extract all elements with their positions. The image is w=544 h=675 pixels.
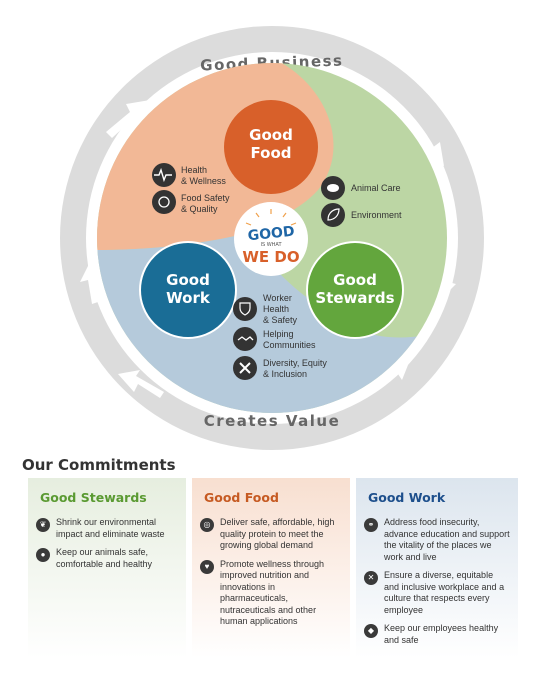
diversity-icon: ✕ <box>364 571 378 585</box>
handshake-icon: ⚭ <box>364 518 378 532</box>
good-work-column: Good Work ⚭ Address food insecurity, adv… <box>356 478 518 658</box>
arrow-icon <box>118 370 164 398</box>
good-work-line1: Good <box>166 271 210 289</box>
list-item: ● Keep our animals safe, comfortable and… <box>36 547 178 570</box>
list-item: ✕ Ensure a diverse, equitable and inclus… <box>364 570 510 616</box>
diversity-label: Diversity, Equity& Inclusion <box>263 358 327 379</box>
shield-icon: ◆ <box>364 624 378 638</box>
leaf-icon: ❦ <box>36 518 50 532</box>
good-work-line2: Work <box>166 289 211 307</box>
list-item: ❦ Shrink our environmental impact and el… <box>36 517 178 540</box>
list-item: ◆ Keep our employees healthy and safe <box>364 623 510 646</box>
leaf-icon <box>321 203 345 227</box>
ring-arrows <box>80 100 456 398</box>
shield-icon <box>233 297 257 321</box>
arrow-icon <box>370 360 410 392</box>
good-stewards-title: Good Stewards <box>40 490 147 505</box>
good-food-circle <box>224 100 318 194</box>
good-work-title: Good Work <box>368 490 446 505</box>
ring-bottom-label: Creates Value <box>204 412 341 430</box>
good-stewards-line2: Stewards <box>315 289 394 307</box>
commitments-title: Our Commitments <box>22 456 176 474</box>
arrow-icon <box>436 256 456 300</box>
good-business-diagram: Good Business Creates Value GOOD IS WHAT… <box>60 26 484 450</box>
good-stewards-line1: Good <box>333 271 377 289</box>
pig-icon: ● <box>36 548 50 562</box>
good-stewards-column: Good Stewards ❦ Shrink our environmental… <box>28 478 186 658</box>
logo-good: GOOD <box>247 224 295 245</box>
list-item: ♥ Promote wellness through improved nutr… <box>200 559 342 628</box>
arrow-icon <box>80 262 100 304</box>
food-safety-label: Food Safety& Quality <box>181 193 230 214</box>
plate-icon <box>152 190 176 214</box>
logo-is-what: IS WHAT <box>260 242 282 248</box>
good-food-column: Good Food ◎ Deliver safe, affordable, hi… <box>192 478 350 658</box>
list-item: ⚭ Address food insecurity, advance educa… <box>364 517 510 563</box>
environment-label: Environment <box>351 210 402 220</box>
heartbeat-icon: ♥ <box>200 559 214 574</box>
good-food-line1: Good <box>249 126 293 144</box>
good-food-line2: Food <box>251 144 292 162</box>
heartbeat-icon <box>152 163 176 187</box>
arrow-icon <box>106 100 150 138</box>
list-item: ◎ Deliver safe, affordable, high quality… <box>200 517 342 552</box>
health-wellness-label: Health& Wellness <box>181 165 226 186</box>
logo-we-do: WE DO <box>242 248 299 266</box>
good-work-circle <box>139 241 237 339</box>
good-food-title: Good Food <box>204 490 279 505</box>
arrow-icon <box>406 128 444 166</box>
animal-care-label: Animal Care <box>351 183 401 193</box>
good-stewards-circle <box>306 241 404 339</box>
center-logo: GOOD IS WHAT WE DO <box>242 209 300 266</box>
center-circle <box>234 202 308 276</box>
plate-icon: ◎ <box>200 518 214 532</box>
